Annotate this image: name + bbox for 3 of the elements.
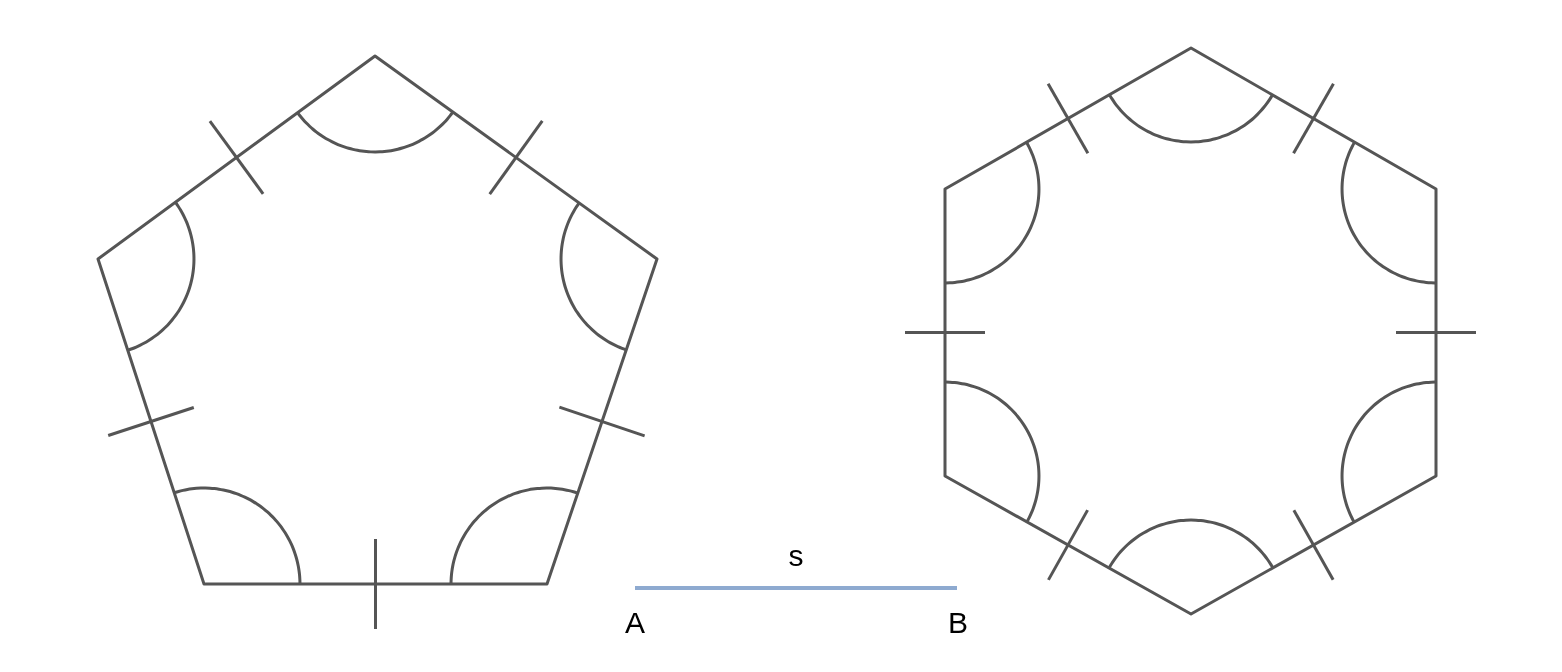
- point-label: A: [625, 608, 645, 638]
- point-label: B: [948, 608, 968, 638]
- length-label: s: [788, 541, 804, 571]
